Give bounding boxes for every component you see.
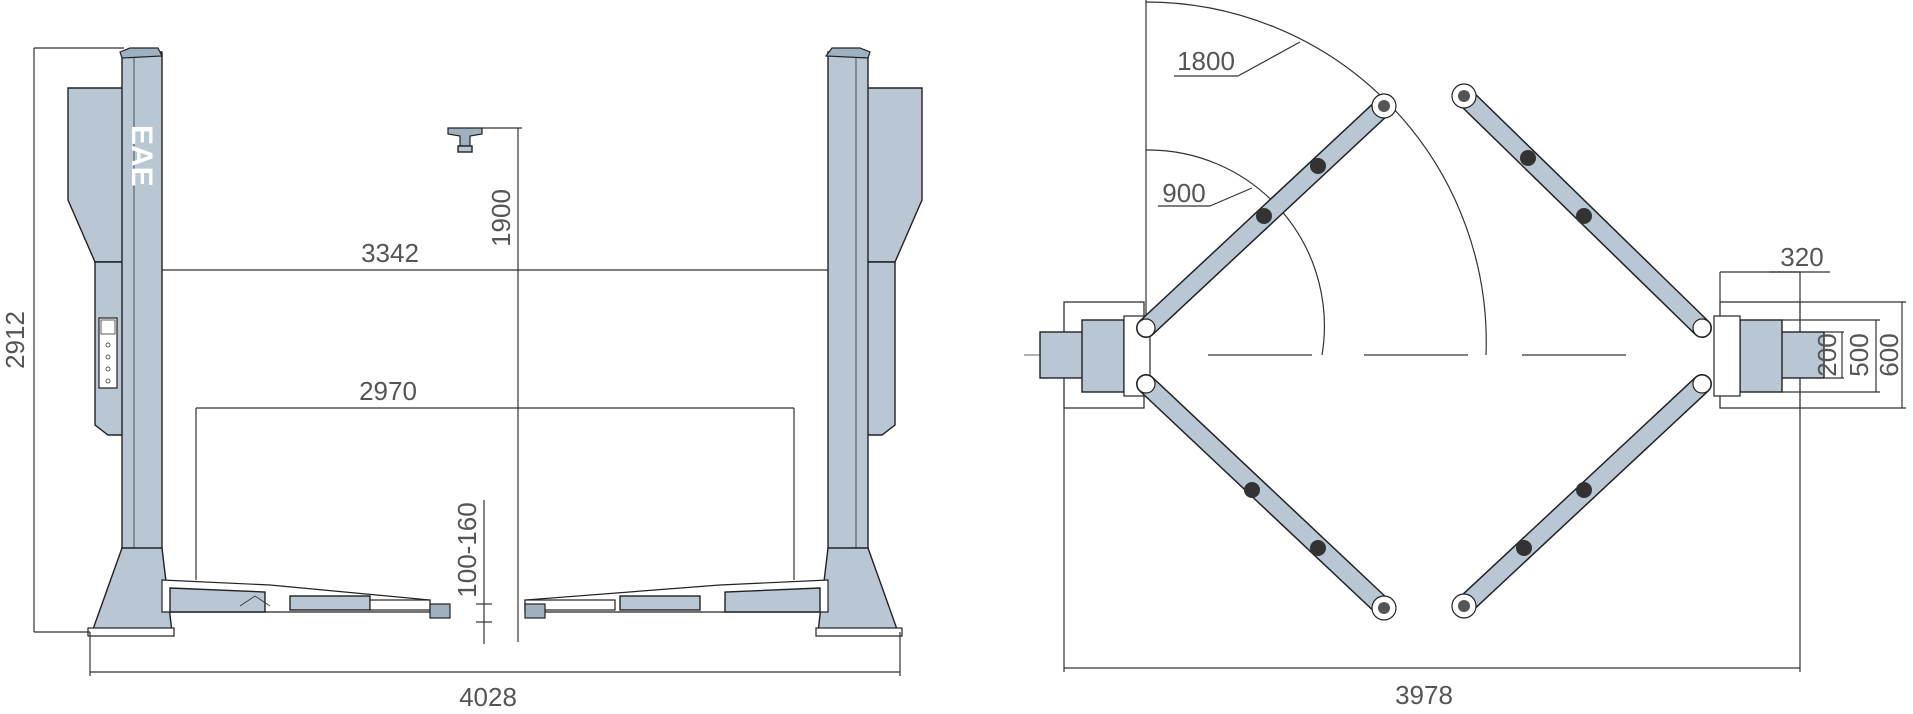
dim-label-lift-height: 1900: [486, 189, 516, 247]
dim-overall-width-front: 4028: [89, 632, 901, 712]
dim-label-overall-width-top: 3978: [1395, 680, 1453, 710]
dim-label-column-offset: 320: [1780, 242, 1823, 272]
left-column-cap: [119, 47, 163, 59]
lifted-pad: [447, 127, 483, 147]
dim-label-column-inner-width: 3342: [361, 238, 419, 268]
dim-pad-height: 100-160: [452, 500, 492, 644]
right-lift-pad: [524, 603, 546, 619]
dim-drive-through-width: 2970: [195, 376, 795, 580]
left-lift-pad: [429, 603, 451, 619]
right-column: [827, 51, 869, 633]
top-view: 1800 900: [1024, 0, 1906, 710]
arm-upper-right: [1451, 83, 1712, 338]
right-base-plate: [815, 627, 903, 637]
control-panel-buttons: [105, 342, 111, 384]
dim-label-arm-radius-short: 900: [1162, 178, 1205, 208]
arm-upper-left: [1136, 93, 1397, 338]
dim-label-overall-width-front: 4028: [459, 682, 517, 712]
control-panel-switch: [100, 319, 116, 335]
dim-label-pad-height: 100-160: [452, 502, 482, 597]
left-base-plate: [87, 627, 175, 637]
dim-base-depths: 200 500 600: [1782, 301, 1906, 409]
arm-lower-right: [1451, 374, 1712, 619]
left-column-top: [1039, 301, 1151, 409]
front-view: EAE: [0, 47, 923, 712]
left-motor-housing: [67, 87, 125, 263]
dim-overall-height: 2912: [0, 47, 124, 633]
dim-label-base-200: 200: [1812, 333, 1842, 376]
arm-lower-left: [1136, 374, 1397, 621]
left-column-base: [91, 547, 173, 633]
right-control-box: [865, 261, 896, 436]
control-panel: [98, 317, 118, 389]
dim-overall-width-top: 3978: [1063, 408, 1801, 710]
dim-label-base-600: 600: [1874, 333, 1904, 376]
left-arm-assembly: [161, 579, 431, 613]
right-column-base: [817, 547, 899, 633]
dim-lift-height: 1900: [482, 127, 522, 642]
dim-column-inner-width: 3342: [162, 238, 828, 271]
dim-label-drive-through-width: 2970: [359, 376, 417, 406]
dim-label-base-500: 500: [1844, 333, 1874, 376]
dim-label-arm-radius-long: 1800: [1177, 46, 1235, 76]
dim-label-overall-height: 2912: [0, 311, 30, 369]
right-motor-housing: [865, 87, 923, 263]
right-column-cap: [824, 47, 871, 59]
dim-column-offset: 320: [1719, 242, 1830, 302]
right-arm-assembly: [524, 579, 829, 613]
brand-logo: EAE: [125, 125, 158, 187]
